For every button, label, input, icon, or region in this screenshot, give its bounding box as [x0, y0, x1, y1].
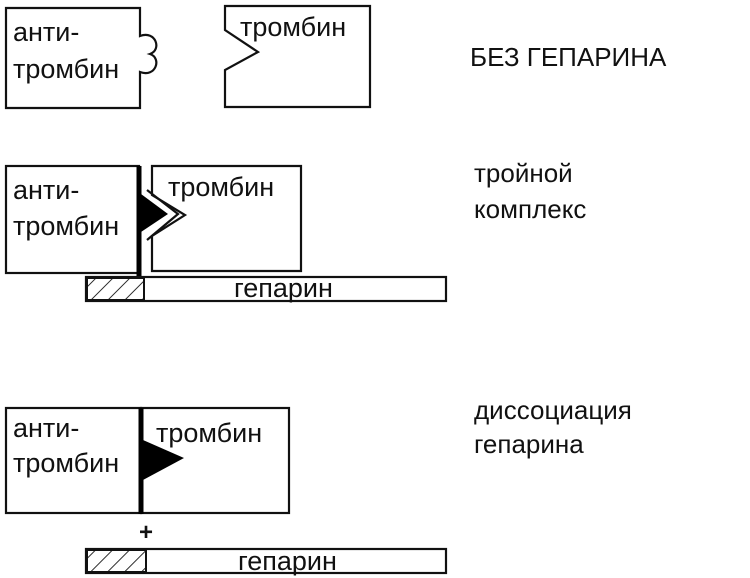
reactive-loop-wedge: [141, 194, 168, 232]
panel-without-heparin: анти- тромбин тромбин БЕЗ ГЕПАРИНА: [4, 4, 667, 110]
thrombin-label: тромбин: [240, 12, 346, 42]
heparin-label: гепарин: [238, 546, 337, 576]
heparin-label: гепарин: [234, 273, 333, 303]
panel-ternary-complex: гепарин анти- тромбин тромбин тройной ко…: [4, 158, 586, 303]
thrombin-label: тромбин: [168, 172, 274, 202]
heparin-hatched-segment: [86, 277, 145, 301]
caption-dissociation-line1: диссоциация: [474, 395, 632, 425]
caption-without-heparin: БЕЗ ГЕПАРИНА: [470, 42, 667, 72]
caption-ternary-line1: тройной: [474, 158, 573, 188]
heparin-hatched-segment: [86, 549, 147, 573]
antithrombin-block: [4, 406, 143, 515]
antithrombin-label-line2: тромбин: [13, 448, 119, 478]
antithrombin-label-line1: анти-: [13, 17, 79, 47]
thrombin-label: тромбин: [156, 418, 262, 448]
covalent-bond-wedge: [143, 440, 184, 480]
panel-heparin-dissociation: анти- тромбин тромбин + гепарин диссоциа…: [4, 395, 632, 576]
thrombin-block: [223, 4, 372, 109]
antithrombin-label-line1: анти-: [13, 175, 79, 205]
antithrombin-block: [4, 164, 141, 275]
plus-sign: +: [139, 519, 153, 546]
antithrombin-label-line2: тромбин: [13, 211, 119, 241]
antithrombin-label-line1: анти-: [13, 413, 79, 443]
caption-dissociation-line2: гепарина: [474, 429, 584, 459]
caption-ternary-line2: комплекс: [474, 194, 586, 224]
antithrombin-block: [4, 6, 158, 110]
antithrombin-label-line2: тромбин: [13, 54, 119, 84]
